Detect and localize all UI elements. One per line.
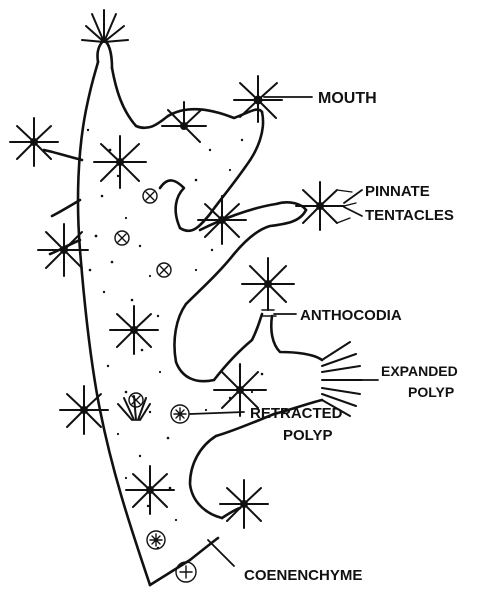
- retracted-polyp-3: [176, 562, 196, 582]
- retracted-polyp-4: [115, 231, 129, 245]
- star-polyp-upper-center: [94, 136, 146, 188]
- star-polyp-lower-right: [220, 480, 268, 528]
- label-mouth: MOUTH: [318, 90, 377, 107]
- retracted-polyp-6: [157, 263, 171, 277]
- star-polyp-pinnate: [296, 182, 356, 230]
- star-polyp-lower-center: [126, 466, 174, 514]
- labels: MOUTH PINNATE TENTACLES ANTHOCODIA EXPAN…: [244, 90, 458, 584]
- leader-retracted: [190, 412, 244, 414]
- star-polyp-top: [82, 10, 128, 42]
- label-retracted-2: POLYP: [283, 427, 332, 444]
- label-pinnate-2: TENTACLES: [365, 207, 454, 224]
- retracted-polyp-1: [171, 405, 189, 423]
- star-polyp-lower-left: [60, 386, 108, 434]
- leader-pinnate: [344, 190, 362, 216]
- label-retracted-1: RETRACTED: [250, 405, 343, 422]
- star-polyp-upper-left: [10, 118, 58, 166]
- label-coenenchyme: COENENCHYME: [244, 567, 362, 584]
- label-anthocodia: ANTHOCODIA: [300, 307, 402, 324]
- star-polyps: [10, 10, 362, 528]
- star-polyp-mouth: [234, 76, 282, 122]
- star-polyp-fork: [162, 102, 206, 142]
- star-polyp-mid: [198, 196, 246, 244]
- leader-lines: [190, 97, 378, 566]
- label-expanded-2: POLYP: [408, 384, 454, 400]
- leader-coenenchyme: [208, 540, 234, 566]
- star-polyp-tuft: [118, 396, 150, 420]
- retracted-polyp-7: [129, 393, 143, 407]
- retracted-polyp-2: [147, 531, 165, 549]
- star-polyp-left-center: [110, 306, 158, 354]
- retracted-polyp-5: [143, 189, 157, 203]
- label-pinnate-1: PINNATE: [365, 183, 430, 200]
- label-expanded-1: EXPANDED: [381, 363, 458, 379]
- star-polyp-anthocodia: [242, 258, 294, 316]
- retracted-polyps: [115, 189, 196, 582]
